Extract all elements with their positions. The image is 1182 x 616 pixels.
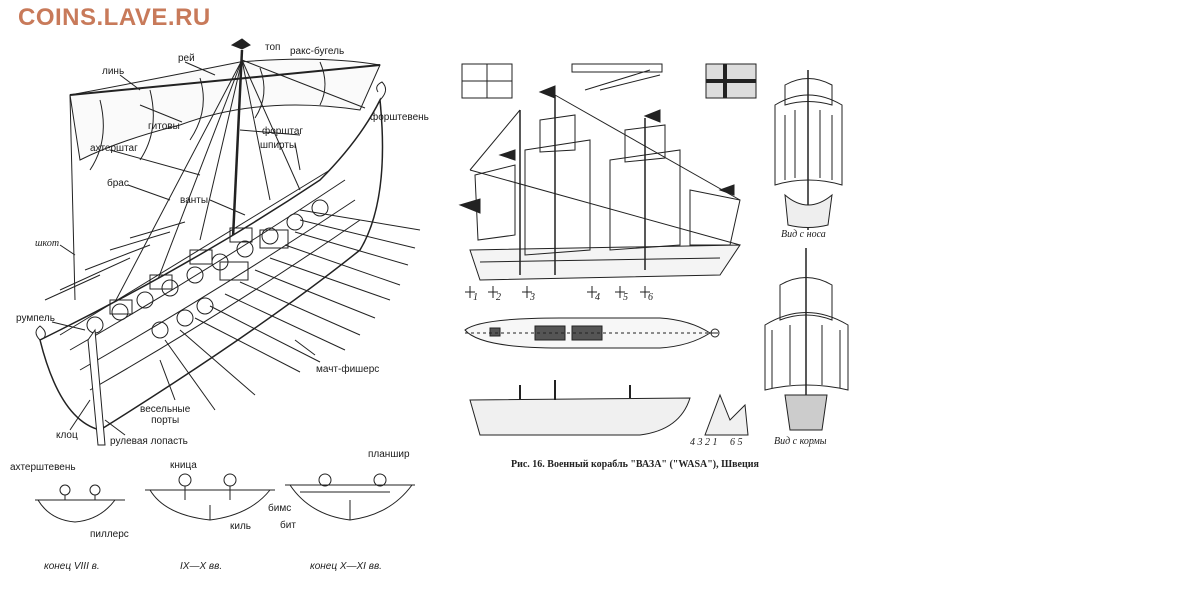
wasa-flags: [461, 63, 757, 99]
label-pillers: пиллерс: [90, 529, 129, 540]
wasa-side-view: [458, 85, 741, 281]
viking-ship-drawing: [35, 38, 421, 446]
wasa-profile: [469, 380, 749, 436]
label-forshteven: форштевень: [370, 112, 429, 123]
mast-number-3: 3: [530, 292, 535, 303]
figure-caption: Рис. 16. Военный корабль "ВАЗА" ("WASA")…: [511, 459, 759, 470]
label-lin: линь: [102, 66, 125, 77]
label-rey: рей: [178, 53, 195, 64]
wasa-plan-view: [464, 317, 720, 349]
mast-number-6: 6: [648, 292, 653, 303]
bow-view-label: Вид с носа: [781, 229, 826, 240]
mast-number-1: 1: [473, 292, 478, 303]
era-label-2: IX—X вв.: [180, 561, 223, 572]
wasa-bow-view: [774, 70, 843, 230]
label-rulevaya-lopast: рулевая лопасть: [110, 436, 188, 447]
label-klots: клоц: [56, 430, 78, 441]
viking-cross-sections: [35, 473, 415, 523]
label-rumpel: румпель: [16, 313, 55, 324]
era-label-1: конец VIII в.: [44, 561, 100, 572]
wasa-stern-view: [764, 248, 849, 431]
label-kil: киль: [230, 521, 252, 532]
section-numbers: 4 3 2 1 6 5: [690, 437, 743, 448]
label-raks-bugel: ракс-бугель: [290, 46, 345, 57]
mast-number-4: 4: [595, 292, 600, 303]
mast-number-2: 2: [496, 292, 501, 303]
label-knitsa: кница: [170, 460, 197, 471]
label-achtershteven: ахтерштевень: [10, 462, 76, 473]
label-gitovy: гитовы: [148, 121, 180, 132]
label-shkot: шкот: [35, 238, 60, 249]
label-shpirty: шпирты: [260, 140, 297, 151]
label-achtershtag: ахтерштаг: [90, 143, 138, 154]
label-macht-fishers: мачт-фишерс: [316, 364, 380, 375]
label-bit: бит: [280, 520, 296, 531]
watermark: COINS.LAVE.RU: [18, 4, 211, 31]
mast-number-5: 5: [623, 292, 628, 303]
label-forshtag: форштаг: [262, 126, 304, 137]
era-label-3: конец X—XI вв.: [310, 561, 382, 572]
label-bims: бимс: [268, 503, 292, 514]
label-bras: брас: [107, 178, 129, 189]
label-veselnye-porty: весельные порты: [140, 404, 191, 426]
stern-view-label: Вид с кормы: [774, 436, 827, 447]
label-planshir: планшир: [368, 449, 410, 460]
label-top: топ: [265, 42, 281, 53]
label-vanty: ванты: [180, 195, 209, 206]
mast-position-ticks: [465, 286, 650, 298]
